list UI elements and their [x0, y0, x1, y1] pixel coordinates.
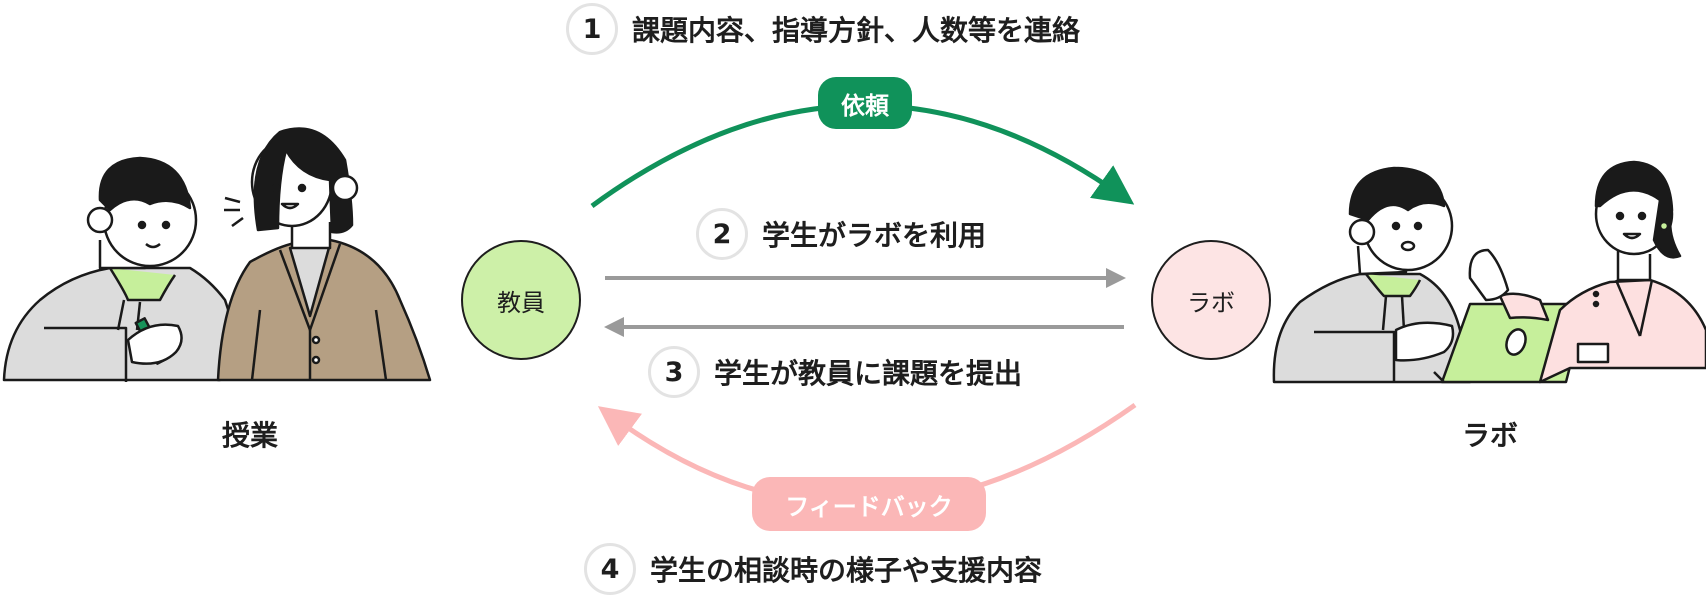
step-4-text: 学生の相談時の様子や支援内容: [650, 554, 1043, 587]
step-4-number: 4: [584, 543, 636, 595]
classroom-illustration: [2, 127, 432, 382]
arrow-to-lab: [605, 268, 1126, 288]
step-1-number: 1: [566, 3, 618, 55]
lab-caption: ラボ: [1462, 419, 1519, 452]
teacher-node: 教員: [461, 240, 581, 360]
teacher-node-label: 教員: [497, 288, 545, 317]
request-badge: 依頼: [818, 77, 912, 129]
lab-node-label: ラボ: [1187, 288, 1235, 317]
request-badge-label: 依頼: [841, 91, 889, 120]
feedback-badge: フィードバック: [752, 477, 986, 531]
step-2-text: 学生がラボを利用: [762, 219, 987, 252]
lab-illustration: [1272, 160, 1706, 384]
step-3: 3 学生が教員に課題を提出: [648, 346, 1022, 398]
lab-node: ラボ: [1151, 240, 1271, 360]
feedback-badge-label: フィードバック: [785, 492, 953, 521]
step-4: 4 学生の相談時の様子や支援内容: [584, 543, 1042, 595]
step-3-text: 学生が教員に課題を提出: [714, 357, 1023, 390]
step-2: 2 学生がラボを利用: [696, 208, 986, 260]
step-3-number: 3: [648, 346, 700, 398]
step-1: 1 課題内容、指導方針、人数等を連絡: [566, 3, 1080, 55]
step-1-text: 課題内容、指導方針、人数等を連絡: [632, 14, 1081, 47]
classroom-caption: 授業: [222, 419, 279, 452]
arrow-to-teacher: [604, 317, 1124, 337]
step-2-number: 2: [696, 208, 748, 260]
